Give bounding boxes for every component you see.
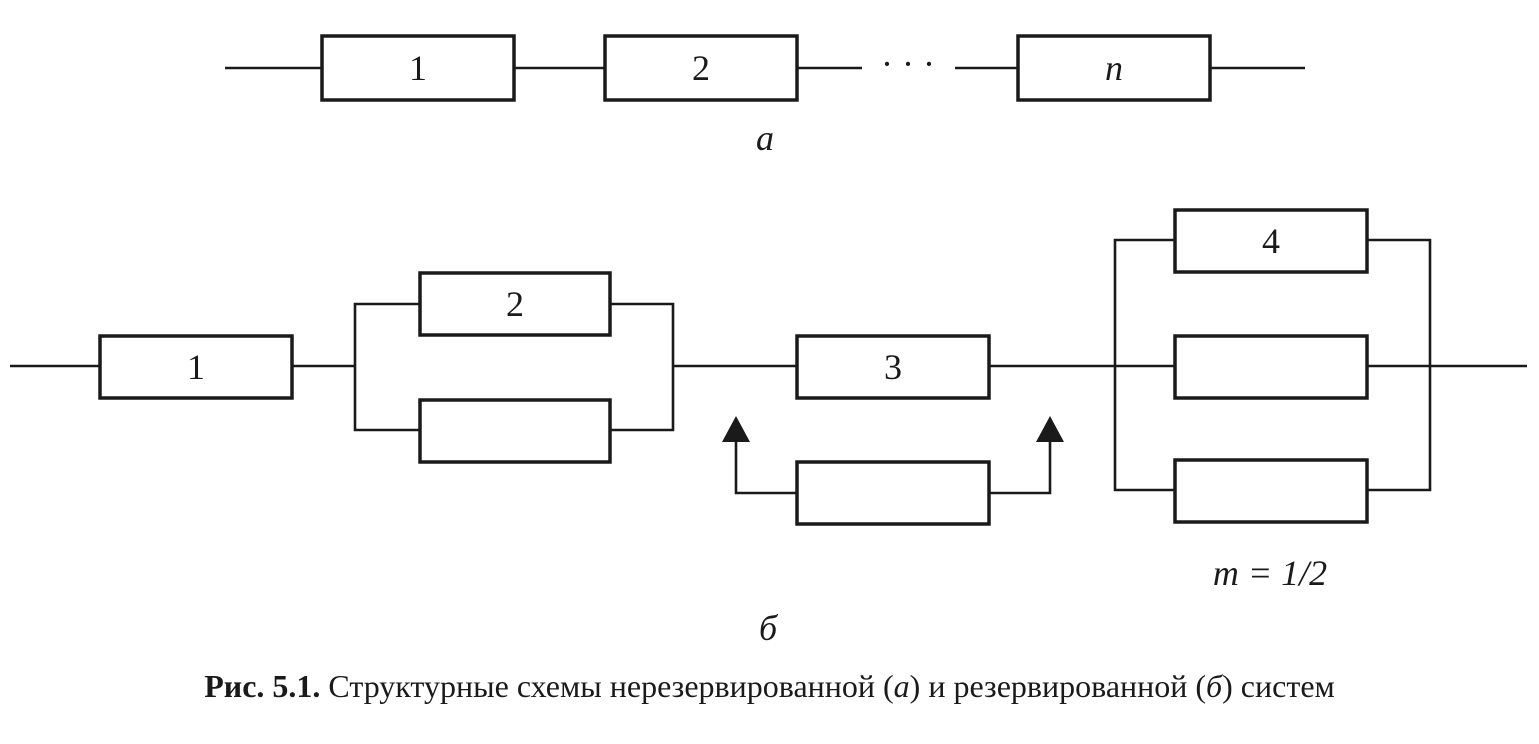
redundancy-ratio-label: m = 1/2 bbox=[1213, 553, 1327, 593]
block-b-2-main bbox=[418, 271, 612, 337]
wire-b2-split bbox=[353, 302, 420, 432]
ellipsis: · · · bbox=[881, 44, 935, 84]
arrow-right-up-icon bbox=[1036, 416, 1064, 442]
block-b-2-main-label: 2 bbox=[506, 284, 524, 324]
diagram-b-label: б bbox=[759, 608, 779, 648]
block-b-1-label: 1 bbox=[187, 347, 205, 387]
arrow-left-up-icon bbox=[722, 416, 750, 442]
block-b-2-reserve bbox=[418, 398, 612, 464]
caption-a: а bbox=[893, 668, 910, 704]
caption-text-2: ) и резервированной ( bbox=[909, 668, 1207, 704]
caption-text-1: Структурные схемы нерезервированной ( bbox=[320, 668, 894, 704]
block-a-2-label: 2 bbox=[692, 48, 710, 88]
diagram-a-label: а bbox=[756, 118, 774, 158]
block-a-n-label: n bbox=[1105, 48, 1123, 88]
diagram-a-series-chain: 1 2 · · · n а bbox=[225, 34, 1305, 158]
wire-b3-standby-right bbox=[989, 440, 1052, 495]
block-a-2 bbox=[603, 34, 799, 102]
block-a-1-label: 1 bbox=[409, 48, 427, 88]
block-a-n bbox=[1016, 34, 1212, 102]
wire-b2-join bbox=[610, 302, 675, 432]
block-b-4-main-label: 4 bbox=[1262, 221, 1280, 261]
figure-caption: Рис. 5.1. Структурные схемы нерезервиров… bbox=[0, 668, 1539, 705]
block-b-4-reserve-1 bbox=[1173, 334, 1369, 400]
block-b-3-main bbox=[795, 334, 991, 400]
caption-b: б bbox=[1206, 668, 1223, 704]
block-b-3-main-label: 3 bbox=[884, 347, 902, 387]
caption-prefix: Рис. 5.1. bbox=[204, 668, 321, 704]
block-a-1 bbox=[320, 34, 516, 102]
diagram-b-redundant-system: 1 2 3 4 m = 1/2 б bbox=[10, 208, 1527, 648]
caption-text-3: ) систем bbox=[1222, 668, 1335, 704]
block-b-4-reserve-2 bbox=[1173, 458, 1369, 524]
block-b-3-reserve bbox=[795, 460, 991, 526]
block-b-4-main bbox=[1173, 208, 1369, 274]
block-b-1 bbox=[98, 334, 294, 400]
wire-b3-standby-left bbox=[734, 440, 797, 495]
